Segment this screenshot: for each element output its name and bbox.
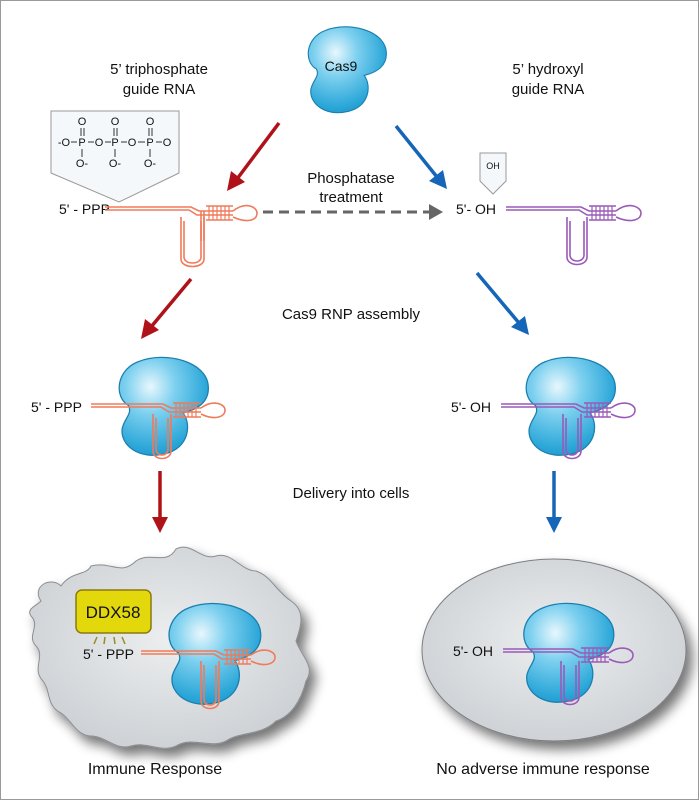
oh-label-top: 5'- OH — [456, 201, 496, 217]
oh-guide-rna-top: 5'- OH — [456, 201, 642, 266]
outcome-left: Immune Response — [88, 761, 222, 778]
oh-callout-label: OH — [486, 161, 500, 171]
outcome-right: No adverse immune response — [436, 761, 650, 778]
rnp-complex-left: 5' - PPP — [31, 356, 226, 460]
rnp-complex-in-cell-right: 5'- OH — [453, 602, 634, 706]
arrow-red-top — [227, 121, 281, 191]
arrow-red-assembly — [141, 277, 193, 339]
step-assembly-label: Cas9 RNP assembly — [282, 306, 421, 323]
phosphatase-line2: treatment — [319, 189, 383, 206]
oxygen-bottom-3: O- — [144, 158, 157, 170]
ppp-label-cell: 5' - PPP — [83, 646, 134, 662]
ddx58-receptor: DDX58 — [75, 589, 152, 645]
phosphatase-arrow — [263, 204, 443, 220]
rnp-complex-right: 5'- OH — [451, 356, 636, 460]
triphosphate-callout: O O O -O P O P O P O O- O- O- — [50, 110, 180, 203]
oxygen-top-1: O — [78, 116, 87, 128]
ddx58-label: DDX58 — [86, 603, 141, 622]
left-title-line1: 5’ triphosphate — [110, 61, 208, 78]
ppp-guide-rna-top: 5' - PPP — [59, 201, 258, 268]
arrow-blue-delivery — [546, 471, 562, 533]
right-title-line2: guide RNA — [512, 81, 585, 98]
right-title-line1: 5’ hydroxyl — [512, 61, 583, 78]
cas9-label: Cas9 — [325, 58, 358, 74]
step-delivery-label: Delivery into cells — [293, 485, 410, 502]
chain-p1: P — [78, 137, 85, 149]
arrow-red-delivery — [152, 471, 168, 533]
arrow-blue-top — [394, 124, 447, 189]
oxygen-top-3: O — [146, 116, 155, 128]
chain-p3: P — [146, 137, 153, 149]
oh-callout: OH — [479, 152, 507, 195]
oxygen-bottom-2: O- — [109, 158, 122, 170]
chain-o4: O — [163, 137, 172, 149]
chain-p2: P — [111, 137, 118, 149]
rnp-complex-in-cell-left: 5' - PPP — [83, 602, 276, 710]
phosphatase-line1: Phosphatase — [307, 170, 395, 187]
chain-o2: O — [95, 137, 104, 149]
chain-o1: -O — [58, 137, 71, 149]
oh-label-rnp: 5'- OH — [451, 399, 491, 415]
ppp-label-rnp: 5' - PPP — [31, 399, 82, 415]
cas9-protein-top: Cas9 — [307, 26, 387, 114]
arrow-blue-assembly — [475, 271, 529, 335]
oxygen-bottom-1: O- — [76, 158, 89, 170]
oxygen-top-2: O — [111, 116, 120, 128]
immune-cell-left — [29, 546, 310, 749]
oh-label-cell: 5'- OH — [453, 643, 493, 659]
chain-o3: O — [128, 137, 137, 149]
ppp-label-top: 5' - PPP — [59, 201, 110, 217]
left-title-line2: guide RNA — [123, 81, 196, 98]
